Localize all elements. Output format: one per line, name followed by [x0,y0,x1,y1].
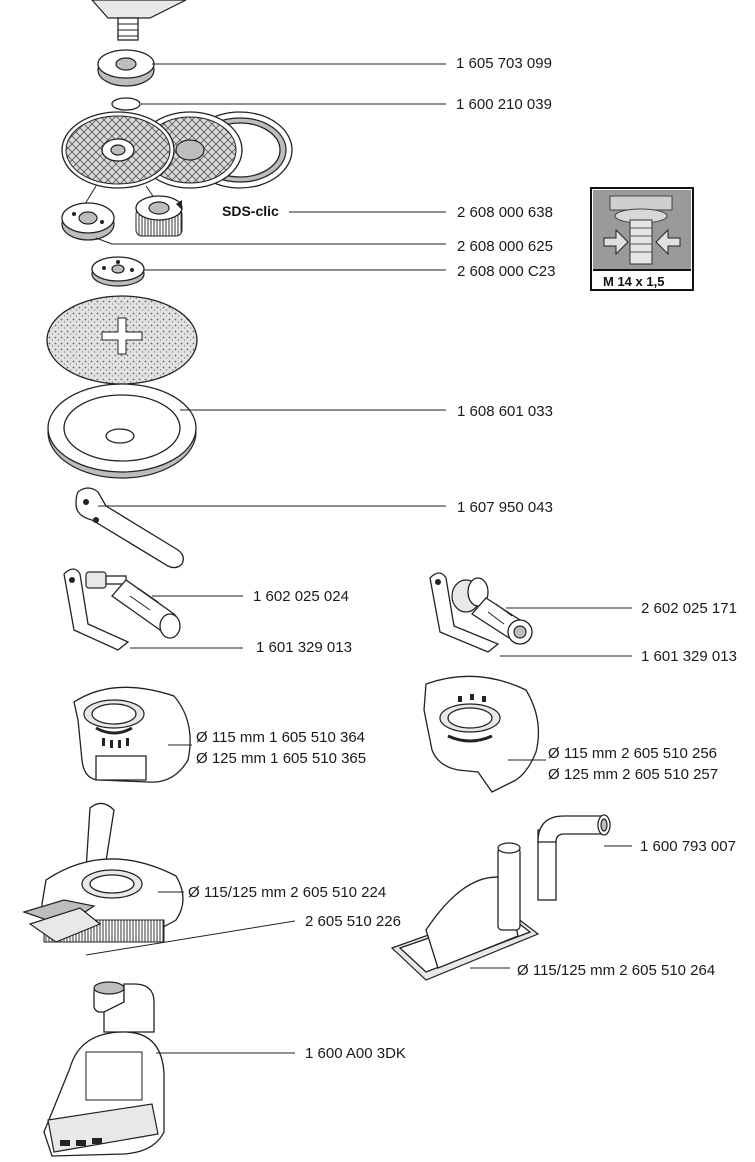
spindle-illustration [91,0,187,41]
sds-clic-nut-illustration [135,195,183,237]
part-number-backing-pad: 1 608 601 033 [457,403,553,420]
part-number-o-ring: 1 600 210 039 [456,96,552,113]
part-number-hand-guard-right: 1 601 329 013 [641,648,737,665]
extraction-guard-illustration [22,802,184,943]
extraction-hood-illustration [43,981,165,1157]
part-number-flange: 2 608 000 625 [457,238,553,255]
part-number-brush-ring: 2 605 510 226 [305,913,401,930]
backing-pad-illustration [47,383,197,479]
part-number-extraction-elbow: 1 600 793 007 [640,838,736,855]
part-number-side-handle: 1 602 025 024 [253,588,349,605]
spanner-illustration [75,487,184,569]
part-number-extraction-guard: Ø 115/125 mm 2 605 510 224 [188,884,386,901]
thread-spec-box [590,187,694,291]
cutting-guide-illustration [390,814,611,981]
thread-spec-label: M 14 x 1,5 [603,274,664,289]
part-number-hand-guard-left: 1 601 329 013 [256,639,352,656]
guard1-line1: Ø 115 mm 1 605 510 364 [196,729,365,746]
protection-guard-coding-illustration [423,675,540,793]
sanding-disc-illustration [46,295,198,385]
part-number-vibration-handle: 2 602 025 171 [641,600,737,617]
part-number-cutting-guide: Ø 115/125 mm 2 605 510 264 [517,962,715,979]
disc-stack-illustration [61,111,293,189]
flange-illustration [61,202,115,241]
leader-line [84,185,97,205]
o-ring-illustration [111,97,141,111]
part-number-backing-flange: 2 608 000 C23 [457,263,555,280]
protection-guard-illustration [73,686,191,783]
sds-clic-label: SDS-clic [222,203,279,219]
part-number-spanner: 1 607 950 043 [457,499,553,516]
vibration-handle-illustration [429,572,533,653]
guard1-line2: Ø 125 mm 1 605 510 365 [196,750,366,767]
part-number-extraction-hood: 1 600 A00 3DK [305,1045,406,1062]
part-number-clamping-nut: 1 605 703 099 [456,55,552,72]
guard2-line2: Ø 125 mm 2 605 510 257 [548,766,718,783]
side-handle-illustration [63,568,181,651]
clamping-nut-illustration [97,49,155,87]
guard2-line1: Ø 115 mm 2 605 510 256 [548,745,717,762]
leader-line [95,237,113,245]
part-number-sds-clic: 2 608 000 638 [457,204,553,221]
backing-flange-illustration [91,256,145,287]
leader-line [85,920,296,956]
